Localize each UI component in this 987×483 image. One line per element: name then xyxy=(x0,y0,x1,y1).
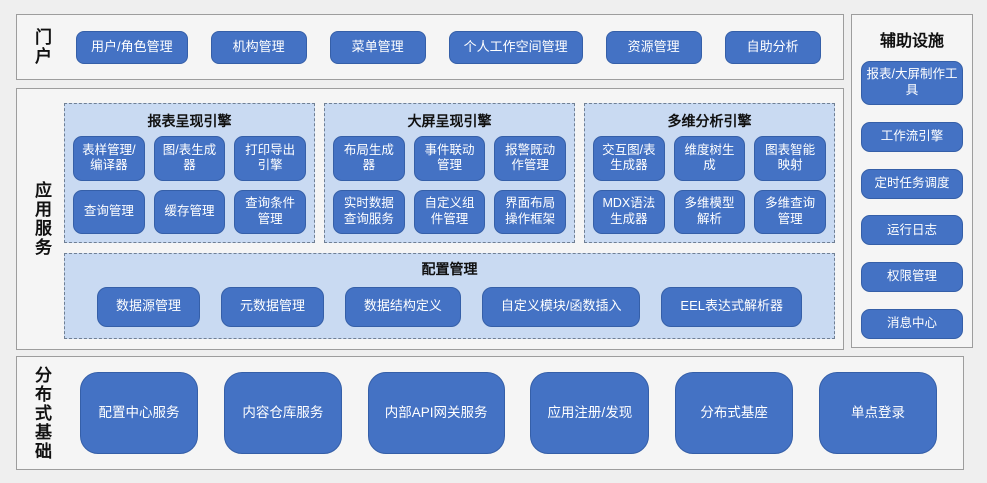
config-item-custom-module-function-insert[interactable]: 自定义模块/函数插入 xyxy=(481,286,641,327)
distributed-base-section-label: 分布式基础 xyxy=(32,365,51,461)
config-mgmt-row: 数据源管理 元数据管理 数据结构定义 自定义模块/函数插入 EEL表达式解析器 xyxy=(75,284,824,329)
engine-row: 报表呈现引擎 表样管理/编译器 图/表生成器 打印导出引擎 查询管理 缓存管理 … xyxy=(64,103,835,243)
auxiliary-facilities-title: 辅助设施 xyxy=(879,33,944,50)
dist-item-content-repository-service[interactable]: 内容仓库服务 xyxy=(223,372,342,454)
bigscreen-engine-title: 大屏呈现引擎 xyxy=(407,113,492,129)
portal-button-row: 用户/角色管理 机构管理 菜单管理 个人工作空间管理 资源管理 自助分析 xyxy=(60,15,843,79)
bigscreen-item-alarm-action-mgmt[interactable]: 报警既动作管理 xyxy=(494,136,566,181)
report-item-cache-mgmt[interactable]: 缓存管理 xyxy=(153,189,226,234)
report-item-print-export-engine[interactable]: 打印导出引擎 xyxy=(234,136,306,181)
app-services-section: 应用服务 报表呈现引擎 表样管理/编译器 图/表生成器 打印导出引擎 查询管理 … xyxy=(16,88,844,350)
portal-item-resource-mgmt[interactable]: 资源管理 xyxy=(605,30,702,64)
portal-item-menu-mgmt[interactable]: 菜单管理 xyxy=(329,30,426,64)
app-services-section-label: 应用服务 xyxy=(32,181,51,257)
distributed-button-row: 配置中心服务 内容仓库服务 内部API网关服务 应用注册/发现 分布式基座 单点… xyxy=(60,357,963,469)
portal-item-workspace-mgmt[interactable]: 个人工作空间管理 xyxy=(448,30,583,64)
bigscreen-item-custom-component-mgmt[interactable]: 自定义组件管理 xyxy=(413,189,486,234)
report-engine-panel: 报表呈现引擎 表样管理/编译器 图/表生成器 打印导出引擎 查询管理 缓存管理 … xyxy=(64,103,315,243)
aux-item-workflow-engine[interactable]: 工作流引擎 xyxy=(861,121,963,152)
config-mgmt-panel: 配置管理 数据源管理 元数据管理 数据结构定义 自定义模块/函数插入 EEL表达… xyxy=(64,253,835,339)
dist-item-single-sign-on[interactable]: 单点登录 xyxy=(818,372,937,454)
dist-item-internal-api-gateway-service[interactable]: 内部API网关服务 xyxy=(367,372,505,454)
distributed-base-section: 分布式基础 配置中心服务 内容仓库服务 内部API网关服务 应用注册/发现 分布… xyxy=(16,356,964,470)
config-item-data-structure-definition[interactable]: 数据结构定义 xyxy=(344,286,461,327)
olap-item-mdx-syntax-generator[interactable]: MDX语法生成器 xyxy=(593,189,665,234)
report-item-template-compiler[interactable]: 表样管理/编译器 xyxy=(73,136,145,181)
auxiliary-facilities-section: 辅助设施 报表/大屏制作工具 工作流引擎 定时任务调度 运行日志 权限管理 消息… xyxy=(851,14,973,348)
bigscreen-item-event-linkage-mgmt[interactable]: 事件联动管理 xyxy=(413,136,486,181)
olap-item-dimension-tree-generation[interactable]: 维度树生成 xyxy=(673,136,746,181)
config-item-datasource-mgmt[interactable]: 数据源管理 xyxy=(97,286,201,327)
dist-item-config-center-service[interactable]: 配置中心服务 xyxy=(80,372,198,454)
portal-item-user-role-mgmt[interactable]: 用户/角色管理 xyxy=(76,30,188,64)
portal-item-self-service-analysis[interactable]: 自助分析 xyxy=(724,30,821,64)
olap-item-smart-chart-mapping[interactable]: 图表智能映射 xyxy=(754,136,826,181)
dist-item-app-register-discovery[interactable]: 应用注册/发现 xyxy=(530,372,650,454)
portal-item-org-mgmt[interactable]: 机构管理 xyxy=(210,30,307,64)
report-item-query-condition-mgmt[interactable]: 查询条件管理 xyxy=(234,189,306,234)
report-engine-grid: 表样管理/编译器 图/表生成器 打印导出引擎 查询管理 缓存管理 查询条件管理 xyxy=(73,136,306,234)
aux-item-report-bigscreen-authoring-tool[interactable]: 报表/大屏制作工具 xyxy=(861,61,963,105)
bigscreen-engine-panel: 大屏呈现引擎 布局生成器 事件联动管理 报警既动作管理 实时数据查询服务 自定义… xyxy=(324,103,575,243)
olap-item-interactive-chart-generator[interactable]: 交互图/表生成器 xyxy=(593,136,665,181)
aux-item-message-center[interactable]: 消息中心 xyxy=(861,308,963,339)
config-item-metadata-mgmt[interactable]: 元数据管理 xyxy=(220,286,324,327)
olap-item-multidim-query-mgmt[interactable]: 多维查询管理 xyxy=(754,189,826,234)
olap-engine-title: 多维分析引擎 xyxy=(667,113,752,129)
portal-section: 门户 用户/角色管理 机构管理 菜单管理 个人工作空间管理 资源管理 自助分析 xyxy=(16,14,844,80)
app-services-content: 报表呈现引擎 表样管理/编译器 图/表生成器 打印导出引擎 查询管理 缓存管理 … xyxy=(60,89,843,349)
report-item-chart-table-generator[interactable]: 图/表生成器 xyxy=(153,136,226,181)
report-engine-title: 报表呈现引擎 xyxy=(147,113,232,129)
olap-engine-grid: 交互图/表生成器 维度树生成 图表智能映射 MDX语法生成器 多维模型解析 多维… xyxy=(593,136,826,234)
report-item-query-mgmt[interactable]: 查询管理 xyxy=(73,189,145,234)
olap-item-multidim-model-parsing[interactable]: 多维模型解析 xyxy=(673,189,746,234)
olap-engine-panel: 多维分析引擎 交互图/表生成器 维度树生成 图表智能映射 MDX语法生成器 多维… xyxy=(584,103,835,243)
aux-item-permission-mgmt[interactable]: 权限管理 xyxy=(861,262,963,293)
dist-item-distributed-base[interactable]: 分布式基座 xyxy=(675,372,794,454)
auxiliary-button-list: 报表/大屏制作工具 工作流引擎 定时任务调度 运行日志 权限管理 消息中心 xyxy=(861,57,963,339)
config-item-eel-expression-parser[interactable]: EEL表达式解析器 xyxy=(661,286,802,327)
bigscreen-item-layout-generator[interactable]: 布局生成器 xyxy=(333,136,405,181)
aux-item-run-log[interactable]: 运行日志 xyxy=(861,215,963,246)
bigscreen-item-realtime-data-query[interactable]: 实时数据查询服务 xyxy=(333,189,405,234)
bigscreen-item-ui-layout-framework[interactable]: 界面布局操作框架 xyxy=(494,189,566,234)
portal-section-label: 门户 xyxy=(32,28,51,66)
config-mgmt-title: 配置管理 xyxy=(421,261,478,277)
aux-item-scheduled-task-scheduling[interactable]: 定时任务调度 xyxy=(861,168,963,199)
bigscreen-engine-grid: 布局生成器 事件联动管理 报警既动作管理 实时数据查询服务 自定义组件管理 界面… xyxy=(333,136,566,234)
